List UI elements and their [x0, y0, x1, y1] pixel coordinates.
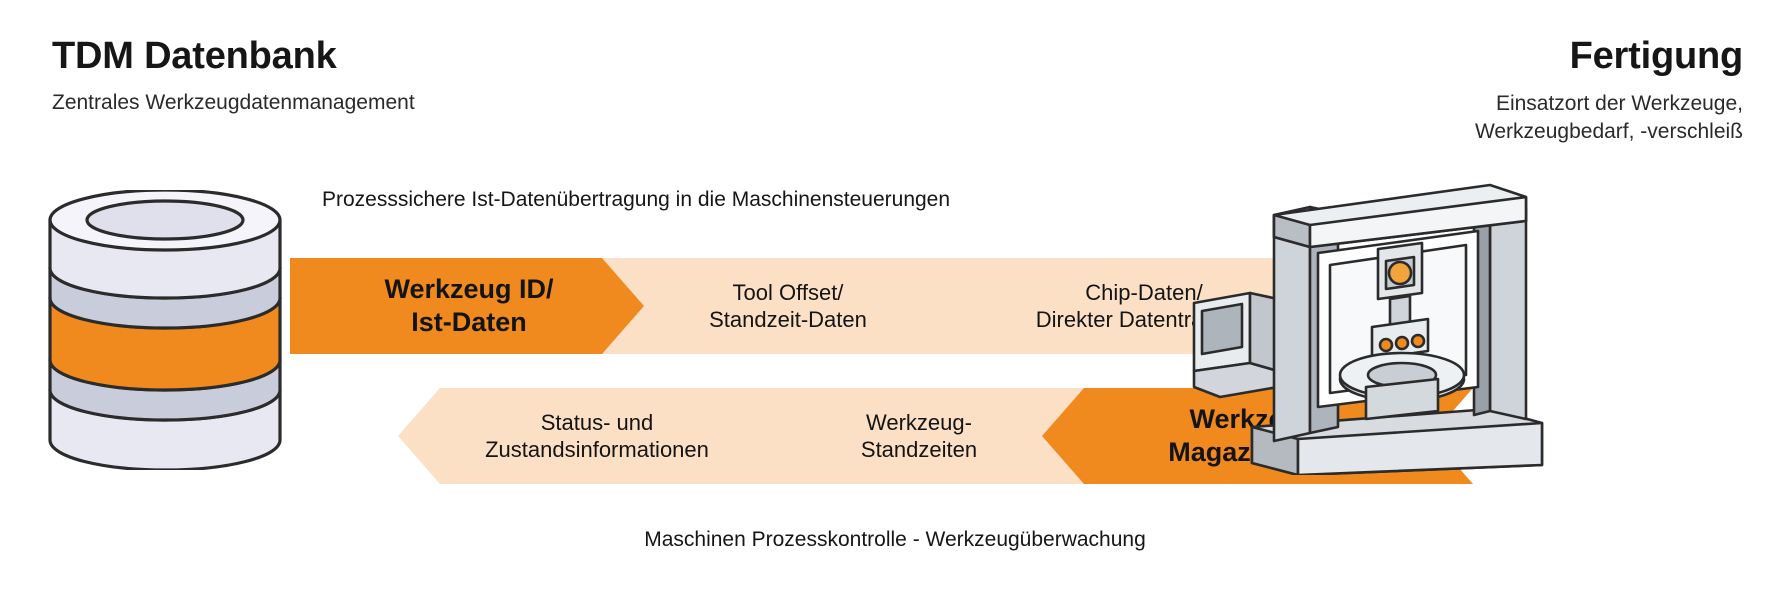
flow-step-tool-offset[interactable]: Tool Offset/ Standzeit-Daten — [602, 258, 974, 354]
right-header-block: Fertigung Einsatzort der Werkzeuge, Werk… — [1475, 35, 1744, 145]
flow-step-status-zustand[interactable]: Status- und Zustandsinformationen — [398, 388, 796, 484]
right-subtitle-line-2: Werkzeugbedarf, -verschleiß — [1474, 119, 1743, 143]
database-cylinder-icon — [40, 188, 290, 472]
flow-step-werkzeug-id[interactable]: Werkzeug ID/ Ist-Daten — [290, 258, 648, 354]
flow-step-label: Tool Offset/ Standzeit-Daten — [709, 279, 867, 332]
left-header-block: TDM Datenbank Zentrales Werkzeugdatenman… — [52, 35, 415, 116]
right-subtitle: Einsatzort der Werkzeuge, Werkzeugbedarf… — [1475, 90, 1743, 145]
page-title-right: Fertigung — [1569, 35, 1744, 77]
flow-step-label: Werkzeug- Standzeiten — [860, 409, 978, 462]
cnc-machine-icon — [1190, 175, 1550, 477]
top-flow-caption: Prozesssichere Ist-Datenübertragung in d… — [322, 188, 951, 211]
bottom-flow-caption: Maschinen Prozesskontrolle - Werkzeugübe… — [644, 528, 1146, 551]
flow-step-werkzeug-standzeiten[interactable]: Werkzeug- Standzeiten — [750, 388, 1088, 484]
page-title-left: TDM Datenbank — [52, 35, 337, 77]
right-subtitle-line-1: Einsatzort der Werkzeuge, — [1495, 91, 1743, 115]
left-subtitle: Zentrales Werkzeugdatenmanagement — [52, 90, 415, 114]
flow-step-label: Werkzeug ID/ Ist-Daten — [384, 274, 554, 337]
flow-step-label: Status- und Zustandsinformationen — [485, 409, 709, 462]
